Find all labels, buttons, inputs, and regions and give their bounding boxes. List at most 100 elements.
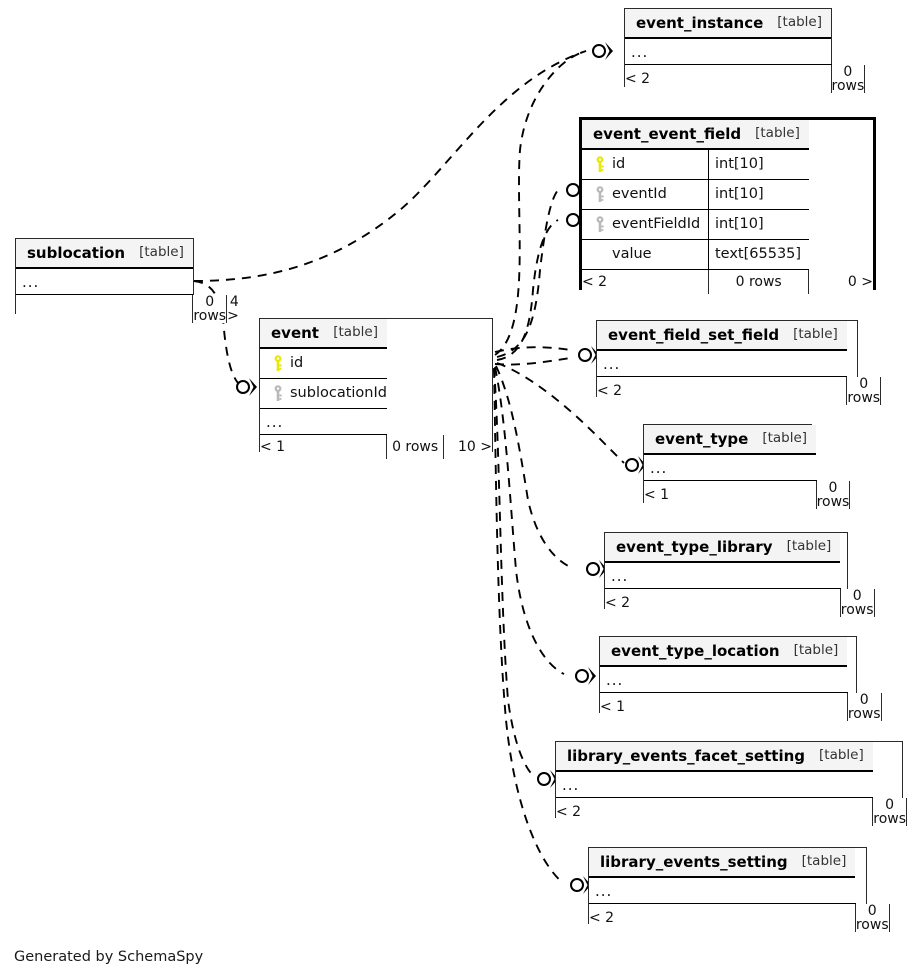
footer-children-count <box>849 480 851 509</box>
column-row-event-id[interactable]: id <box>260 348 492 379</box>
hidden-columns-row-event_type_location: ... <box>600 666 882 693</box>
footer-row-count: 0 rows <box>839 587 875 618</box>
column-type: int[10] <box>715 216 764 233</box>
footer-row-count: 0 rows <box>192 293 228 324</box>
footer-row-count: 0 rows <box>386 434 444 459</box>
footer-parents-count: < 2 <box>556 797 874 826</box>
column-type: int[10] <box>715 186 764 203</box>
footer-children-count: 10 > <box>442 434 492 459</box>
table-tag-event_type_library: [table] <box>786 538 832 555</box>
footer-row-count: 0 rows <box>815 479 851 510</box>
column-name: id <box>290 355 304 372</box>
table-title-event_instance: event_instance <box>636 13 764 32</box>
foreign-key-icon <box>268 385 287 402</box>
footer-row-count: 0 rows <box>707 269 810 294</box>
table-title-event_type_library: event_type_library <box>616 537 773 556</box>
footer-row-count: 0 rows <box>846 375 882 406</box>
ellipsis-label: ... <box>595 881 613 900</box>
primary-key-icon <box>268 355 287 372</box>
footer-parents-count: < 2 <box>597 376 848 405</box>
footer-children-count <box>864 64 866 93</box>
footer-parents-count: < 2 <box>589 903 856 932</box>
footer-row-count: 0 rows <box>830 63 866 94</box>
table-title-library_events_facet_setting: library_events_facet_setting <box>567 746 806 765</box>
footer-children-count <box>888 903 890 932</box>
table-tag-event_field_set_field: [table] <box>793 326 838 343</box>
hidden-columns-row-library_events_setting: ... <box>589 877 890 904</box>
hidden-columns-row-event_instance: ... <box>625 38 865 65</box>
footer-children-count: 4 > <box>226 293 239 324</box>
column-name: value <box>612 246 652 263</box>
edge-event-event-type-library <box>495 365 571 568</box>
footer-children-count <box>880 376 882 405</box>
table-title-event_event_field: event_event_field <box>593 124 742 143</box>
table-title-sublocation: sublocation <box>27 243 126 262</box>
footer-parents-count: < 2 <box>625 64 832 93</box>
hidden-columns-row-event_type_library: ... <box>605 562 875 589</box>
column-name: sublocationId <box>290 385 387 402</box>
footer-parents-count <box>16 294 194 323</box>
ellipsis-label: ... <box>631 42 649 61</box>
table-tag-event_type_location: [table] <box>793 642 839 659</box>
hidden-columns-row-event_type: ... <box>644 454 850 481</box>
hidden-columns-row-event_field_set_field: ... <box>597 350 881 377</box>
ellipsis-label: ... <box>603 354 621 373</box>
edge-event-event-type-location <box>494 366 565 675</box>
footer-parents-count: < 1 <box>644 480 817 509</box>
table-tag-library_events_facet_setting: [table] <box>819 747 864 764</box>
footer-row-count: 0 rows <box>854 902 890 933</box>
footer-row-count: 0 rows <box>872 796 908 827</box>
no-key-spacer <box>590 246 609 263</box>
table-node-library_events_facet_setting[interactable]: library_events_facet_setting [table]... < … <box>555 741 908 826</box>
hidden-columns-row-sublocation: ... <box>16 268 239 295</box>
footer-parents-count: < 1 <box>260 434 388 459</box>
ellipsis-label: ... <box>606 670 624 689</box>
edge-sublocation-event-instance <box>193 50 587 282</box>
generated-by-credit: Generated by SchemaSpy <box>14 949 204 965</box>
table-tag-sublocation: [table] <box>139 244 184 261</box>
table-tag-event: [table] <box>333 324 378 341</box>
table-tag-event_type: [table] <box>762 430 808 447</box>
footer-children-count <box>906 797 908 826</box>
table-tag-event_instance: [table] <box>777 14 822 31</box>
edge-event-library-events-facet-setting <box>493 367 535 777</box>
edge-event-event-event-field-eventid <box>496 189 559 358</box>
footer-row-count: 0 rows <box>846 691 882 722</box>
ellipsis-label: ... <box>650 458 668 477</box>
ellipsis-label: ... <box>562 775 580 794</box>
table-tag-library_events_setting: [table] <box>801 853 847 870</box>
edge-event-event-field-set-field-b <box>494 357 571 366</box>
primary-key-icon <box>590 156 609 173</box>
foreign-key-icon <box>590 216 609 233</box>
column-row-event-sublocationId[interactable]: sublocationId <box>260 378 492 409</box>
endmark-event-type-location <box>575 666 597 686</box>
endmark-event-instance <box>592 41 614 61</box>
footer-parents-count: < 2 <box>605 588 841 617</box>
endmark-event-sublocationid <box>236 378 257 396</box>
column-type: int[10] <box>715 156 764 173</box>
edge-event-event-instance <box>494 50 587 356</box>
table-title-event: event <box>271 323 319 342</box>
